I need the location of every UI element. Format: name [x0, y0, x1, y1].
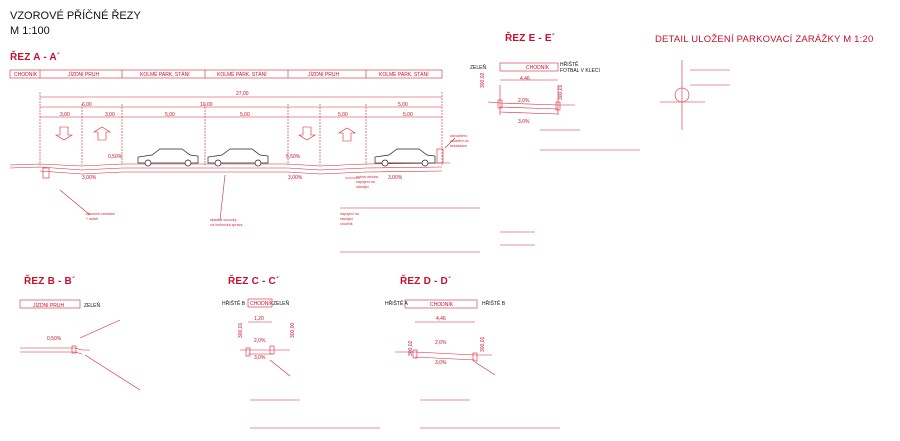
- bb-slope: 0,50%: [47, 336, 62, 342]
- ee-slope: 3,0%: [518, 119, 530, 125]
- section-aa-title: ŘEZ A - A´: [10, 52, 61, 63]
- dd-width: 4,46: [436, 316, 446, 322]
- aa-lane-label: KOLMÉ PARK. STÁNÍ: [379, 72, 429, 78]
- aa-dim: 5,00: [398, 102, 408, 108]
- aa-slope: 3,00%: [82, 175, 97, 181]
- aa-slope: 5,50%: [286, 154, 301, 160]
- aa-note: skladba vozovky, viz technická zpráva: [210, 218, 243, 227]
- aa-slope: 3,00%: [288, 175, 303, 181]
- cc-slope: 2,0%: [254, 338, 266, 344]
- aa-slope: 3,00%: [388, 175, 403, 181]
- cc-left-label: HŘIŠTĚ B: [222, 301, 246, 307]
- dd-slope: 2,0%: [435, 340, 447, 346]
- aa-lane-label: KOLMÉ PARK. STÁNÍ: [217, 72, 267, 78]
- aa-lane-label: JÍZDNÍ PRUH: [68, 72, 100, 78]
- section-cc-title: ŘEZ C - C´: [228, 276, 280, 287]
- aa-lane-label: KOLMÉ PARK. STÁNÍ: [140, 72, 190, 78]
- aa-slope: 0,50%: [108, 154, 123, 160]
- bb-right-label: ZELEŇ: [84, 303, 101, 309]
- aa-dim: 5,00: [403, 112, 413, 118]
- cc-right-label: ZELEŇ: [273, 301, 290, 307]
- aa-dim: 3,00: [60, 112, 70, 118]
- drawing-scale: M 1:100: [10, 25, 50, 37]
- aa-note: odvodnění, zaústění do kanalizace: [450, 134, 469, 148]
- dd-center-label: CHODNÍK: [430, 302, 454, 308]
- ee-slope: 2,0%: [518, 98, 530, 104]
- detail-title: DETAIL ULOŽENÍ PARKOVACÍ ZARÁŽKY M 1:20: [655, 34, 874, 45]
- cc-width: 1,20: [254, 316, 264, 322]
- ee-width: 4,46: [520, 76, 530, 82]
- aa-note: kolmá obruba, napojení na stávající: [356, 175, 379, 189]
- aa-dim: 6,00: [82, 102, 92, 108]
- cc-center-label: CHODNÍK: [250, 301, 274, 307]
- section-ee-title: ŘEZ E - E´: [505, 33, 556, 44]
- aa-dim: 3,00: [105, 112, 115, 118]
- aa-dim: 5,00: [240, 112, 250, 118]
- aa-note: napojení na stávající chodník: [340, 212, 359, 226]
- ee-left-label: ZELEŇ: [470, 65, 487, 71]
- dd-slope: 3,0%: [435, 360, 447, 366]
- aa-lane-frame: [9, 69, 443, 79]
- ee-right-label: HŘIŠTĚ FOTBAL V KLECI: [560, 62, 600, 74]
- aa-lane-label: CHODNÍK: [14, 72, 38, 78]
- aa-dim: 5,00: [165, 112, 175, 118]
- aa-lane-label: JÍZDNÍ PRUH: [308, 72, 340, 78]
- dd-left-label: HŘIŠTĚ A: [385, 301, 408, 307]
- car-icons: [137, 148, 436, 167]
- bb-lane-label: JÍZDNÍ PRUH: [33, 303, 65, 309]
- drawing-title: VZOROVÉ PŘÍČNÉ ŘEZY: [10, 10, 141, 22]
- section-dd-title: ŘEZ D - D´: [400, 276, 452, 287]
- dd-right-label: HŘIŠTĚ B: [482, 301, 506, 307]
- aa-total-dim: 27,00: [236, 91, 249, 97]
- cc-slope: 3,0%: [254, 355, 266, 361]
- ee-center-label: CHODNÍK: [526, 65, 550, 71]
- aa-dim: 5,00: [338, 112, 348, 118]
- aa-dim: 10,00: [200, 102, 213, 108]
- aa-note: obrubník zahradní + asfalt: [86, 212, 115, 221]
- section-bb-title: ŘEZ B - B´: [24, 276, 76, 287]
